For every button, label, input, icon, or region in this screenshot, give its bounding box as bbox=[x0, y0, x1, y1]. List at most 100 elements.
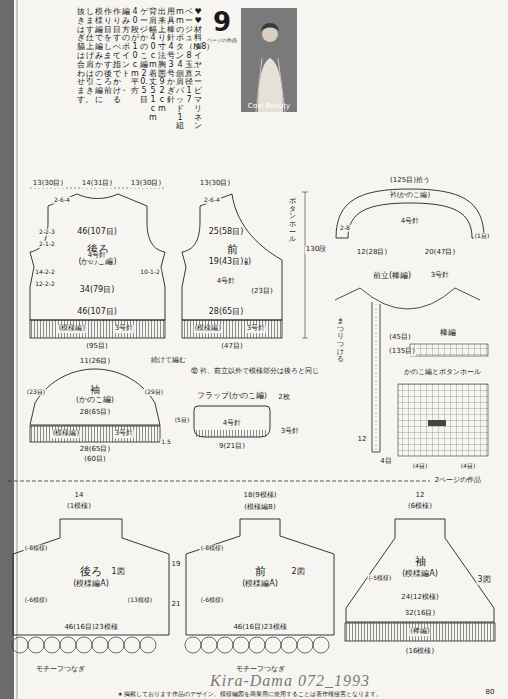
motif-circle bbox=[60, 637, 76, 653]
dimension-label: 14 bbox=[74, 492, 85, 500]
dimension-label: 14(31目) bbox=[81, 180, 113, 188]
motif-circle bbox=[313, 637, 329, 653]
instruction-column: 抜きはぎ、脇は合わせます。 bbox=[77, 8, 85, 105]
dimension-label: 32(16目) bbox=[404, 610, 436, 618]
instruction-column: まつりつける bbox=[337, 318, 344, 364]
dimension-label: 12 bbox=[415, 492, 426, 500]
dimension-label: 前立(棒編) bbox=[372, 272, 412, 281]
sleeve-piece: 袖(模様編A) bbox=[345, 518, 495, 623]
piece-name: 前 bbox=[227, 244, 238, 257]
ribbing-band bbox=[345, 623, 495, 641]
dimension-label: (135目) bbox=[388, 348, 416, 356]
dimension-label: (5目) bbox=[174, 417, 191, 424]
garment-piece: 前(かのこ編) bbox=[182, 192, 282, 320]
page-number-box: 9ページの作品 bbox=[205, 8, 239, 64]
dimension-label: 3号針 bbox=[280, 428, 300, 436]
dimension-label: 14-2-2 bbox=[34, 269, 56, 276]
dimension-label: 9(21目) bbox=[218, 443, 246, 451]
dimension-label: 19(43目) bbox=[208, 258, 245, 267]
dimension-label: 2-1-2 bbox=[38, 241, 56, 248]
instruction-column: 編み方のポイント bbox=[122, 8, 130, 78]
piece-note: ページの作品 bbox=[207, 38, 237, 44]
instruction-column: 模様編で編み、かのこ編に bbox=[95, 8, 103, 105]
dimension-label: 46(107目) bbox=[76, 308, 118, 317]
piece-name: 後ろ bbox=[80, 566, 102, 579]
motif-circle bbox=[297, 637, 313, 653]
dimension-label: 20(47目) bbox=[424, 249, 456, 257]
dimension-label: 続けて編む bbox=[150, 357, 187, 365]
motif-circle bbox=[265, 637, 281, 653]
collar-piece: 衿(かのこ編) bbox=[335, 188, 485, 243]
motif-circle bbox=[12, 637, 28, 653]
piece-outline bbox=[30, 194, 165, 320]
motif-circle bbox=[217, 637, 233, 653]
piece-name: 袖 bbox=[415, 556, 426, 569]
dimension-label: 13(30目) bbox=[32, 180, 64, 188]
motif-circle bbox=[108, 637, 124, 653]
piece-outline bbox=[182, 194, 282, 320]
dimension-label: 13(30目) bbox=[199, 180, 231, 188]
instruction-column: 用具 棒針4号、3号、かぎ針 bbox=[167, 8, 175, 105]
piece-note: (模様編A) bbox=[73, 579, 109, 588]
dimension-label: 4目 bbox=[379, 458, 392, 466]
instruction-column: 作り目・・・すべて指でかける bbox=[113, 8, 121, 105]
dimension-label: (16模様) bbox=[405, 648, 435, 656]
dimension-line bbox=[305, 192, 306, 338]
dimension-label: 25(58目) bbox=[208, 228, 245, 237]
dimension-label: (棒編) bbox=[409, 628, 430, 636]
dimension-label: 80 bbox=[485, 689, 496, 697]
instruction-column: 40段が10cm平方 bbox=[131, 8, 139, 96]
neckline-sketch bbox=[335, 288, 480, 309]
dimension-label: (-6模様) bbox=[200, 597, 225, 604]
dimension-label: 13(30目) bbox=[130, 180, 162, 188]
dimension-label: 28(65目) bbox=[79, 409, 111, 417]
dimension-label: 12-2-2 bbox=[34, 281, 56, 288]
motif-circle bbox=[201, 637, 217, 653]
motif-circle bbox=[28, 637, 44, 653]
dimension-label: (1模様) bbox=[66, 503, 92, 511]
dimension-label: (45目) bbox=[388, 334, 411, 342]
motif-circle bbox=[124, 637, 140, 653]
dimension-label: (模様編) bbox=[194, 325, 222, 333]
flap-piece: フラップ(かのこ編) bbox=[190, 392, 274, 438]
instruction-column: 背肩幅40cm 着丈51cm bbox=[149, 8, 157, 122]
dimension-label: (125目)拾う bbox=[389, 177, 431, 185]
photo-figure bbox=[261, 23, 279, 32]
dimension-label: モチーフつなぎ bbox=[35, 666, 86, 674]
motif-circle bbox=[233, 637, 249, 653]
dimension-label: 46(16目)23模様 bbox=[63, 624, 118, 632]
dimension-label: 11(26目) bbox=[79, 358, 111, 366]
dimension-label: (13模様) bbox=[127, 597, 153, 604]
motif-row bbox=[12, 637, 329, 653]
piece-name: Cool Beauty bbox=[248, 102, 290, 110]
piece-name: 袖 bbox=[90, 384, 100, 396]
dimension-label: 2-6-4 bbox=[203, 197, 221, 204]
piece-outline bbox=[30, 369, 160, 425]
photo-caption: Cool Beauty bbox=[241, 8, 297, 112]
garment-piece: 後ろ(模様編A) bbox=[12, 518, 170, 636]
instruction-column: ♥♥材料 ダイヤスーピマリネン bbox=[194, 8, 202, 131]
motif-circle bbox=[249, 637, 265, 653]
dimension-label: 2ページの作品 bbox=[434, 477, 482, 485]
piece-outline bbox=[346, 519, 494, 622]
dimension-label: (-5模様) bbox=[368, 575, 393, 582]
binding-line bbox=[17, 0, 18, 699]
dimension-label: 4号針 bbox=[87, 252, 107, 260]
dimension-label: (-8模様) bbox=[200, 545, 225, 552]
garment-piece: 前(模様編A) bbox=[185, 518, 335, 636]
motif-circle bbox=[44, 637, 60, 653]
dimension-label: (23目) bbox=[26, 389, 46, 396]
buttonhole-mark bbox=[428, 420, 446, 426]
dimension-label: (4目) bbox=[460, 463, 477, 470]
motif-circle bbox=[281, 637, 297, 653]
dimension-label: 4号針 bbox=[400, 218, 420, 226]
instruction-column: mmのボタン4個、肩パッド1組 bbox=[176, 8, 184, 131]
piece-outline bbox=[13, 519, 169, 635]
piece-name: 衿(かのこ編) bbox=[390, 191, 430, 199]
chart-heading: かのこ編とボタンホール bbox=[395, 368, 490, 468]
dimension-label: 3号針 bbox=[114, 430, 134, 438]
dimension-label: 3号針 bbox=[246, 325, 266, 333]
dimension-label: 2-6-4 bbox=[53, 197, 71, 204]
dimension-label: (-6模様) bbox=[24, 597, 49, 604]
dimension-label: 2図 bbox=[290, 568, 305, 577]
